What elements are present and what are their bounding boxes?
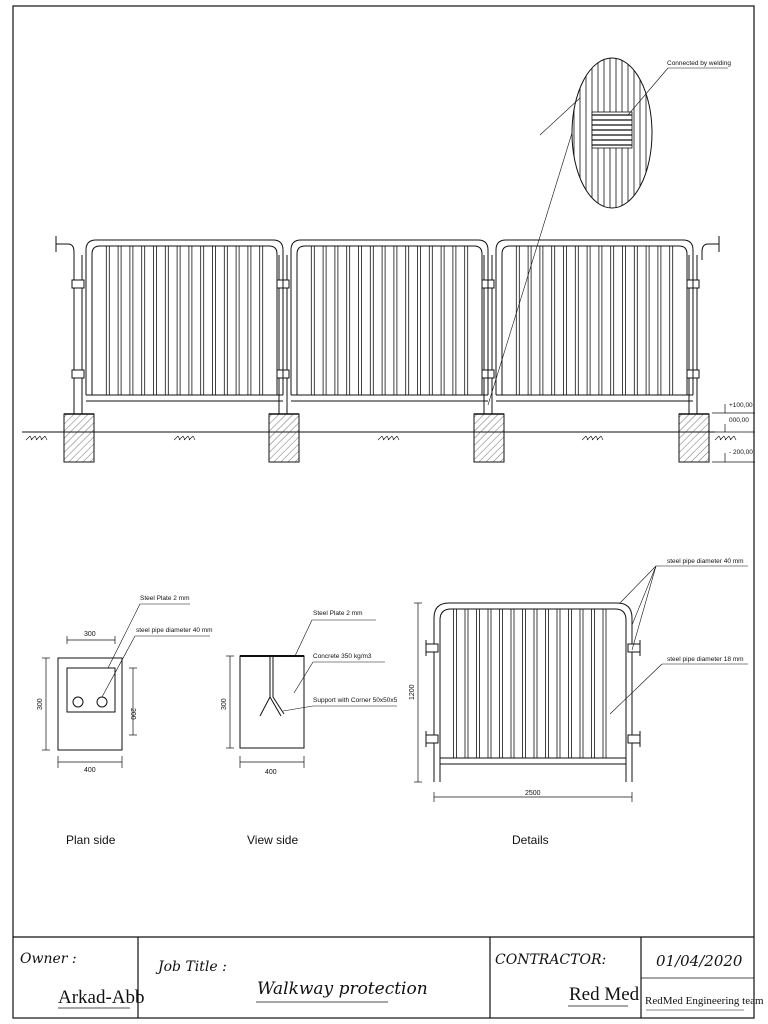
view-side-drawing (226, 619, 397, 768)
plan-pipe-label: steel pipe diameter 40 mm (136, 627, 213, 634)
level-plus: +100,00 (729, 402, 753, 409)
panel-detail-drawing (425, 602, 641, 782)
plan-side-drawing (42, 603, 210, 768)
job-title-value: Walkway protection (257, 979, 428, 999)
plan-caption: Plan side (66, 833, 116, 847)
view-dim-left: 300 (221, 698, 228, 710)
contractor-value: Red Med (569, 984, 640, 1005)
details-dim-length: 2500 (525, 790, 541, 797)
view-support-label: Support with Corner 50x50x5 (313, 697, 398, 704)
date-value: 01/04/2020 (656, 952, 743, 970)
details-pipe40-label: steel pipe diameter 40 mm (667, 558, 744, 565)
plan-plate-label: Steel Plate 2 mm (140, 595, 190, 602)
details-dim-height: 1200 (409, 684, 416, 700)
plan-dim-left: 300 (37, 698, 44, 710)
details-dims-and-leaders (414, 565, 748, 802)
level-minus: - 200,00 (729, 449, 753, 456)
job-title-label: Job Title : (155, 959, 227, 975)
owner-value: Arkad-Abb (58, 987, 145, 1008)
view-plate-label: Steel Plate 2 mm (313, 610, 363, 617)
fence-elevation (22, 236, 737, 463)
contractor-label: CONTRACTOR: (495, 952, 606, 968)
welding-detail: Connected by welding (487, 57, 731, 406)
level-marks: +100,00 000,00 - 200,00 (712, 402, 755, 463)
team-name: RedMed Engineering team (645, 995, 764, 1007)
level-zero: 000,00 (729, 417, 749, 424)
view-caption: View side (247, 833, 298, 847)
plan-dim-bottom: 400 (84, 767, 96, 774)
view-concrete-label: Concrete 350 kg/m3 (313, 653, 372, 660)
sheet-border (12, 5, 755, 1019)
plan-dim-top: 300 (84, 631, 96, 638)
welding-callout: Connected by welding (667, 60, 731, 67)
details-caption: Details (512, 833, 549, 847)
plan-dim-inner: 200 (129, 708, 136, 720)
title-block (13, 936, 754, 1018)
view-dim-bottom: 400 (265, 769, 277, 776)
details-pipe18-label: steel pipe diameter 18 mm (667, 656, 744, 663)
owner-label: Owner : (20, 951, 77, 967)
